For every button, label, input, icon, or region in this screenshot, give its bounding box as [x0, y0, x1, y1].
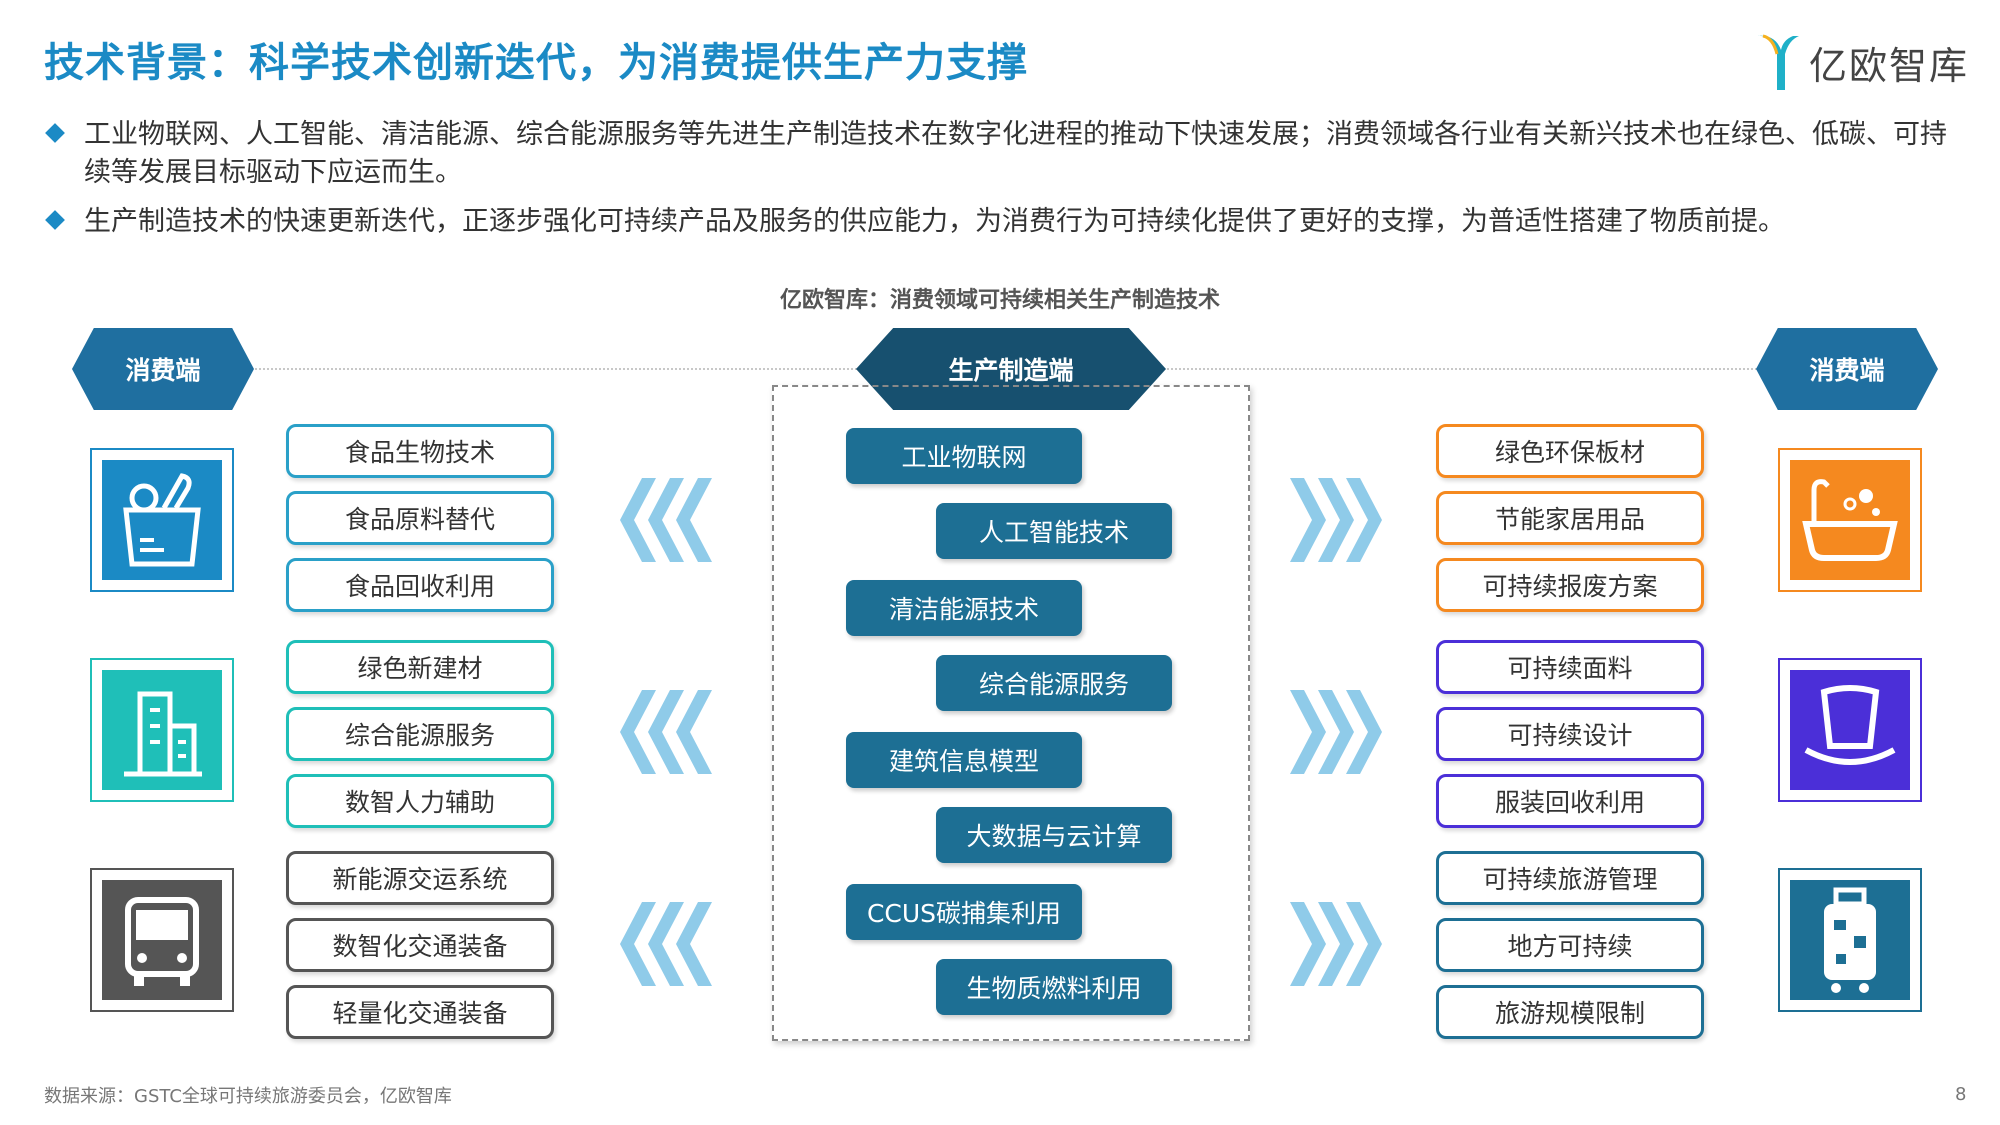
logo-text: 亿欧智库 — [1809, 43, 1970, 88]
center-production-header: 生产制造端 — [856, 328, 1166, 410]
tech-item: CCUS碳捕集利用 — [846, 884, 1082, 940]
logo-icon — [1757, 34, 1799, 90]
left-tag: 食品回收利用 — [286, 558, 554, 612]
left-tag: 综合能源服务 — [286, 707, 554, 761]
bus-icon — [102, 880, 222, 1000]
left-tag: 轻量化交通装备 — [286, 985, 554, 1039]
grocery-tile — [90, 448, 234, 592]
brand-logo: 亿欧智库 — [1755, 28, 1975, 96]
tech-item: 生物质燃料利用 — [936, 959, 1172, 1015]
right-tag: 可持续设计 — [1436, 707, 1704, 761]
bathtub-icon — [1790, 460, 1910, 580]
left-tag: 数智人力辅助 — [286, 774, 554, 828]
bullet-text: 工业物联网、人工智能、清洁能源、综合能源服务等先进生产制造技术在数字化进程的推动… — [84, 119, 1947, 188]
right-tag: 旅游规模限制 — [1436, 985, 1704, 1039]
bullet-text: 生产制造技术的快速更新迭代，正逐步强化可持续产品及服务的供应能力，为消费行为可持… — [84, 206, 1785, 237]
source-note: 数据来源：GSTC全球可持续旅游委员会，亿欧智库 — [44, 1086, 452, 1107]
bathtub-tile — [1778, 448, 1922, 592]
page-number: 8 — [1955, 1084, 1967, 1105]
left-consumer-header: 消费端 — [72, 328, 254, 410]
grocery-bag-icon — [102, 460, 222, 580]
tech-item: 清洁能源技术 — [846, 580, 1082, 636]
building-icon — [102, 670, 222, 790]
tech-item: 大数据与云计算 — [936, 807, 1172, 863]
right-tag: 可持续旅游管理 — [1436, 851, 1704, 905]
hat-tile — [1778, 658, 1922, 802]
top-hat-icon — [1790, 670, 1910, 790]
right-tag: 地方可持续 — [1436, 918, 1704, 972]
left-tag: 新能源交运系统 — [286, 851, 554, 905]
page-title: 技术背景：科学技术创新迭代，为消费提供生产力支撑 — [44, 40, 1028, 86]
right-consumer-header: 消费端 — [1756, 328, 1938, 410]
building-tile — [90, 658, 234, 802]
luggage-tile — [1778, 868, 1922, 1012]
chevron-right-icon — [1290, 478, 1382, 562]
right-tag: 可持续报废方案 — [1436, 558, 1704, 612]
right-tag: 节能家居用品 — [1436, 491, 1704, 545]
chevron-right-icon — [1290, 690, 1382, 774]
diamond-bullet-icon — [45, 123, 65, 143]
left-tag: 数智化交通装备 — [286, 918, 554, 972]
bullet-item: 生产制造技术的快速更新迭代，正逐步强化可持续产品及服务的供应能力，为消费行为可持… — [45, 203, 1948, 241]
chevron-right-icon — [1290, 902, 1382, 986]
tech-item: 建筑信息模型 — [846, 732, 1082, 788]
right-tag: 可持续面料 — [1436, 640, 1704, 694]
diamond-bullet-icon — [45, 210, 65, 230]
tech-item: 工业物联网 — [846, 428, 1082, 484]
bullet-item: 工业物联网、人工智能、清洁能源、综合能源服务等先进生产制造技术在数字化进程的推动… — [45, 116, 1948, 192]
left-tag: 食品原料替代 — [286, 491, 554, 545]
bus-tile — [90, 868, 234, 1012]
production-tech-box — [772, 385, 1250, 1041]
luggage-icon — [1790, 880, 1910, 1000]
chevron-left-icon — [620, 902, 712, 986]
right-tag: 服装回收利用 — [1436, 774, 1704, 828]
chevron-left-icon — [620, 478, 712, 562]
tech-item: 人工智能技术 — [936, 503, 1172, 559]
diagram-subtitle: 亿欧智库：消费领域可持续相关生产制造技术 — [779, 288, 1220, 313]
chevron-left-icon — [620, 690, 712, 774]
left-tag: 绿色新建材 — [286, 640, 554, 694]
left-tag: 食品生物技术 — [286, 424, 554, 478]
right-tag: 绿色环保板材 — [1436, 424, 1704, 478]
tech-item: 综合能源服务 — [936, 655, 1172, 711]
